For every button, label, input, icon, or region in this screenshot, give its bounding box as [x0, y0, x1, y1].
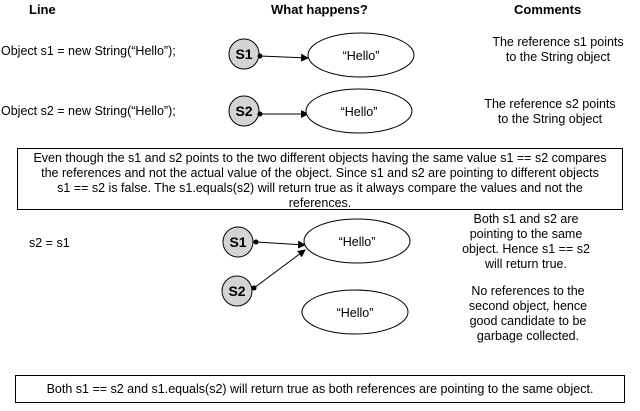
assignment-object2-ellipse: [301, 289, 409, 335]
header-what-happens: What happens?: [271, 2, 368, 17]
middle-note-line1: Even though the s1 and s2 points to the …: [33, 151, 607, 165]
row2-diagram: S2 “Hello”: [228, 88, 413, 134]
assignment-code: s2 = s1: [29, 236, 70, 250]
assignment-comment1-line2: pointing to the same: [469, 227, 583, 241]
assignment-comment1-line4: will return true.: [485, 257, 567, 271]
row1-code: Object s1 = new String(“Hello”);: [1, 44, 176, 58]
row2-ref-circle: [228, 95, 260, 127]
assignment-comment2-line3: good candidate to be: [469, 314, 587, 328]
assignment-s2-arrow: [253, 249, 306, 289]
row2-comment-line2: to the String object: [497, 112, 603, 126]
middle-note-line4: references.: [288, 196, 352, 210]
row2-ref-label: S2: [235, 103, 252, 119]
row2-comment-line1: The reference s2 points: [484, 97, 616, 111]
assignment-s1-arrow: [255, 240, 306, 249]
assignment-s1-circle: [222, 226, 254, 258]
assignment-comment2-line1: No references to the: [471, 284, 585, 298]
row1-comment-line1: The reference s1 points: [492, 35, 624, 49]
row1-comment-line2: to the String object: [505, 50, 611, 64]
assignment-diagram: S1 S2 “Hello” “Hello”: [221, 218, 411, 335]
middle-note-line2: the references and not the actual value …: [41, 166, 599, 180]
assignment-comment2-line2: second object, hence: [468, 299, 588, 313]
row1-comment: The reference s1 points to the String ob…: [478, 35, 638, 65]
row1-object-label: “Hello”: [343, 49, 380, 63]
bottom-note-text: Both s1 == s2 and s1.equals(s2) will ret…: [46, 382, 594, 396]
assignment-object2-label: “Hello”: [337, 306, 374, 320]
assignment-s2-label: S2: [228, 283, 245, 299]
row1-diagram: S1 “Hello”: [228, 32, 415, 78]
header-comments: Comments: [514, 2, 582, 17]
row1-arrow: [259, 53, 309, 62]
assignment-comment1-line3: object. Hence s1 == s2: [462, 242, 590, 256]
row2-comment: The reference s2 points to the String ob…: [470, 97, 630, 127]
middle-note-box: Even though the s1 and s2 points to the …: [17, 148, 623, 210]
header-line: Line: [29, 2, 56, 17]
assignment-object1-ellipse: [303, 218, 411, 264]
assignment-s2-circle: [221, 275, 253, 307]
row2-code: Object s2 = new String(“Hello”);: [1, 104, 176, 118]
row2-object-label: “Hello”: [341, 105, 378, 119]
assignment-object1-label: “Hello”: [339, 235, 376, 249]
assignment-comment1-line1: Both s1 and s2 are: [473, 212, 579, 226]
row2-object-ellipse: [305, 88, 413, 134]
assignment-comment1: Both s1 and s2 are pointing to the same …: [446, 212, 606, 272]
assignment-s1-label: S1: [229, 234, 246, 250]
row1-ref-label: S1: [235, 46, 252, 62]
assignment-comment2-line4: garbage collected.: [476, 329, 580, 343]
middle-note-line3: s1 == s2 is false. The s1.equals(s2) wil…: [57, 181, 583, 195]
row1-object-ellipse: [307, 32, 415, 78]
bottom-note-box: Both s1 == s2 and s1.equals(s2) will ret…: [15, 375, 625, 403]
assignment-comment2: No references to the second object, henc…: [448, 284, 608, 344]
